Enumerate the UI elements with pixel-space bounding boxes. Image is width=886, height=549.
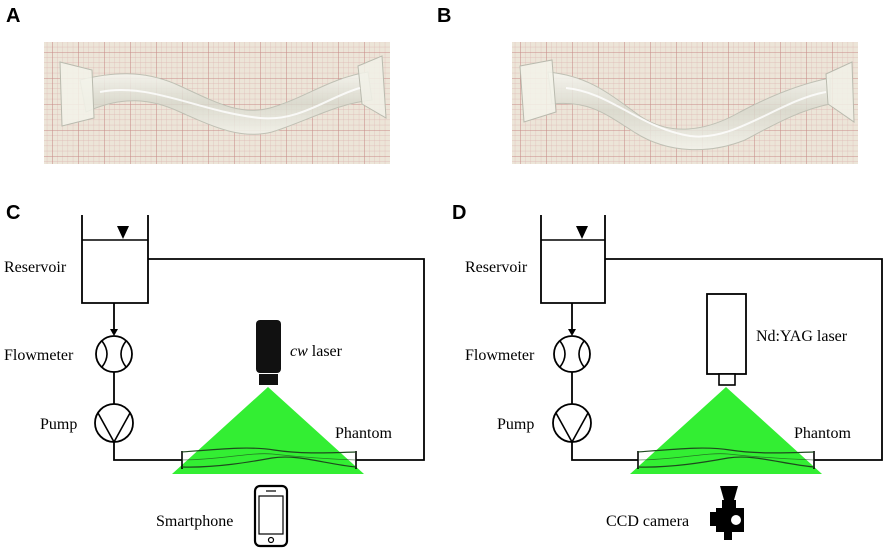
phantom-label-d: Phantom	[794, 425, 851, 442]
pump-label-c: Pump	[40, 416, 77, 433]
camera-label-d: CCD camera	[606, 513, 689, 530]
flowmeter-label-d: Flowmeter	[465, 347, 535, 364]
pump-label-d: Pump	[497, 416, 534, 433]
flow-arrow-icon	[568, 329, 576, 336]
flowmeter-label-c: Flowmeter	[4, 347, 74, 364]
reservoir-label-d: Reservoir	[465, 259, 528, 276]
pump-icon	[552, 403, 592, 444]
laser-sheet-d	[630, 387, 822, 474]
reservoir-label-c: Reservoir	[4, 259, 67, 276]
smartphone-label-c: Smartphone	[156, 513, 233, 530]
panel-letter-d: D	[452, 202, 466, 224]
panel-letter-b: B	[437, 5, 451, 27]
setup-d: Reservoir Flowmeter Pump Phantom	[465, 215, 883, 540]
phantom-channel-c	[181, 447, 357, 469]
smartphone-icon	[253, 484, 289, 548]
phantom-photo-b	[512, 42, 858, 164]
reservoir-c	[81, 215, 149, 304]
flow-arrow-icon	[110, 329, 118, 336]
laser-label-c: cw laser	[290, 343, 343, 360]
phantom-label-c: Phantom	[335, 425, 392, 442]
water-level-icon	[117, 226, 129, 239]
phantom-channel-d	[637, 447, 815, 469]
pump-icon	[94, 403, 134, 444]
reservoir-d	[540, 215, 606, 304]
flowmeter-icon	[95, 335, 133, 373]
laser-sheet-c	[172, 387, 364, 474]
phantom-photo-a	[44, 42, 390, 164]
water-level-icon	[576, 226, 588, 239]
panel-letter-c: C	[6, 202, 20, 224]
setup-c: Reservoir Flowmeter Pump Phantom	[4, 215, 425, 548]
panel-letter-a: A	[6, 5, 20, 27]
ndyag-laser-icon	[706, 293, 747, 386]
cw-laser-icon	[256, 320, 281, 385]
ccd-camera-icon	[710, 486, 744, 540]
laser-label-d: Nd:YAG laser	[756, 328, 848, 345]
flowmeter-icon	[553, 335, 591, 373]
